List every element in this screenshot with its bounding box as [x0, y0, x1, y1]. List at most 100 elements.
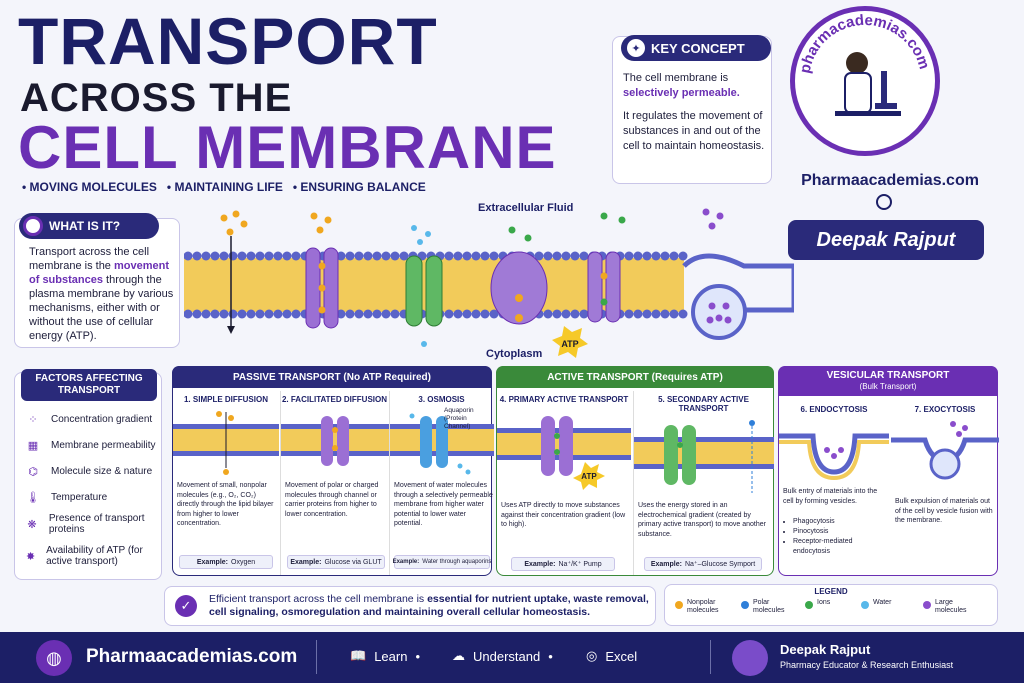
- lipid-head: [633, 251, 643, 261]
- lipid-head: [660, 309, 670, 319]
- lipid-head: [336, 251, 346, 261]
- lipid-head: [372, 309, 382, 319]
- legend-label: Nonpolar molecules: [687, 599, 719, 614]
- factor-item: ▦ Membrane permeability: [25, 437, 165, 453]
- aquaporin-label: Aquaporin (Protein Channel): [444, 407, 474, 430]
- footer-learn: 📖Learn•: [350, 648, 420, 664]
- legend-item: Ions: [805, 599, 830, 609]
- tagline-item: MAINTAINING LIFE: [167, 180, 282, 194]
- lipid-head: [651, 251, 661, 261]
- example-chip: Example:Glucose via GLUT: [287, 555, 385, 569]
- lipid-head: [381, 309, 391, 319]
- lipid-head: [264, 309, 274, 319]
- brain-icon: ☁: [452, 648, 465, 663]
- lipid-head: [282, 251, 292, 261]
- col-title: 3. OSMOSIS: [418, 395, 465, 404]
- lipid-head: [570, 309, 580, 319]
- title-line-2: ACROSS THE: [20, 76, 293, 120]
- lipid-head: [462, 251, 472, 261]
- brand-logo: pharmacademias.com: [790, 6, 940, 156]
- ex-value: Na⁺/K⁺ Pump: [558, 561, 602, 568]
- lipid-head: [246, 309, 256, 319]
- lipid-head: [192, 251, 202, 261]
- legend-label: Ions: [817, 599, 831, 606]
- title-line-1: TRANSPORT: [18, 4, 438, 78]
- legend-item: Large molecules: [923, 599, 975, 615]
- lipid-head: [570, 251, 580, 261]
- lipid-head: [660, 251, 670, 261]
- lipid-head: [228, 251, 238, 261]
- col-title: 5. SECONDARY ACTIVE TRANSPORT: [658, 395, 749, 413]
- factor-label: Concentration gradient: [51, 413, 153, 425]
- col-desc: Movement of small, nonpolar molecules (e…: [177, 482, 274, 527]
- legend-swatch: [805, 601, 813, 609]
- lipid-head: [642, 251, 652, 261]
- active-heading: ACTIVE TRANSPORT (Requires ATP): [496, 366, 774, 388]
- lipid-head: [237, 251, 247, 261]
- factor-label: Molecule size & nature: [51, 465, 153, 477]
- lipid-head: [561, 251, 571, 261]
- key-concept-text-2: It regulates the movement of substances …: [623, 110, 765, 152]
- example-chip: Example:Na⁺/K⁺ Pump: [511, 557, 615, 571]
- footer: ◍ Pharmaacademias.com 📖Learn• ☁Understan…: [0, 632, 1024, 683]
- lipid-head: [336, 309, 346, 319]
- key-concept-highlight: selectively permeable.: [623, 87, 740, 99]
- vesicular-transport-panel: VESICULAR TRANSPORT (Bulk Transport) 6. …: [778, 366, 999, 576]
- lipid-head: [184, 251, 193, 261]
- legend: LEGEND Nonpolar molecules Polar molecule…: [664, 584, 998, 626]
- legend-swatch: [741, 601, 749, 609]
- legend-label: Large molecules: [935, 599, 967, 614]
- footer-understand: ☁Understand•: [452, 648, 553, 664]
- atp-label: ATP: [581, 472, 597, 481]
- example-chip: Example:Water through aquaporins: [393, 555, 491, 569]
- lipid-head: [633, 309, 643, 319]
- active-transport-panel: ACTIVE TRANSPORT (Requires ATP) 4. PRIMA…: [496, 366, 774, 576]
- lipid-head: [192, 309, 202, 319]
- key-concept-header: ✦ KEY CONCEPT: [621, 35, 771, 61]
- endocytosis-types: Phagocytosis Pinocytosis Receptor-mediat…: [793, 517, 887, 557]
- molecule-icon: ⌬: [28, 465, 38, 478]
- footer-site[interactable]: Pharmaacademias.com: [86, 646, 298, 667]
- factor-label: Membrane permeability: [51, 439, 156, 451]
- lipid-head: [552, 251, 562, 261]
- simple-diffusion-col: 1. SIMPLE DIFFUSION Movement of small, n…: [173, 391, 279, 569]
- col-illustration: [390, 413, 494, 475]
- example-chip: Example:Na⁺–Glucose Symport: [644, 557, 762, 571]
- nonpolar-molecules: [220, 210, 332, 236]
- secondary-active-col: 5. SECONDARY ACTIVE TRANSPORT Uses the e…: [633, 391, 774, 575]
- author-badge: Deepak Rajput: [788, 220, 984, 260]
- lipid-head: [453, 309, 463, 319]
- ex-label: Example:: [290, 558, 322, 566]
- legend-label: Polar molecules: [753, 599, 785, 614]
- atp-burst-icon: [552, 326, 588, 358]
- col-illustration: [779, 433, 889, 481]
- lipid-head: [210, 251, 220, 261]
- footer-role: Pharmacy Educator & Research Enthusiast: [780, 660, 954, 670]
- target-icon: [23, 216, 43, 236]
- lipid-head: [579, 251, 589, 261]
- lipid-head: [543, 309, 553, 319]
- factor-item: 🌡Temperature: [25, 489, 165, 505]
- ex-label: Example:: [196, 558, 228, 566]
- summary-note: ✓ Efficient transport across the cell me…: [164, 586, 656, 626]
- ex-label: Example:: [650, 560, 682, 568]
- what-is-it-heading: WHAT IS IT?: [49, 219, 121, 233]
- ex-value: Glucose via GLUT: [324, 558, 382, 566]
- membrane-icon: ▦: [27, 439, 39, 452]
- lipid-head: [228, 309, 238, 319]
- factor-label: Availability of ATP (for active transpor…: [46, 545, 143, 567]
- footer-item-label: Excel: [605, 648, 638, 664]
- legend-item: Nonpolar molecules: [675, 599, 727, 615]
- lipid-head: [561, 309, 571, 319]
- exocytosis-col: 7. EXOCYTOSIS Bulk expulsion of material…: [891, 401, 999, 524]
- lipid-head: [345, 251, 355, 261]
- passive-transport-panel: PASSIVE TRANSPORT (No ATP Required) 1. S…: [172, 366, 494, 576]
- brand-site-text: Pharmaacademias.com: [801, 172, 979, 189]
- lipid-head: [552, 309, 562, 319]
- lipid-head: [381, 251, 391, 261]
- lipid-head: [255, 251, 265, 261]
- lipid-head: [390, 309, 400, 319]
- lipid-head: [642, 309, 652, 319]
- legend-item: Polar molecules: [741, 599, 793, 615]
- factor-item: ❋Presence of transport proteins: [25, 513, 165, 535]
